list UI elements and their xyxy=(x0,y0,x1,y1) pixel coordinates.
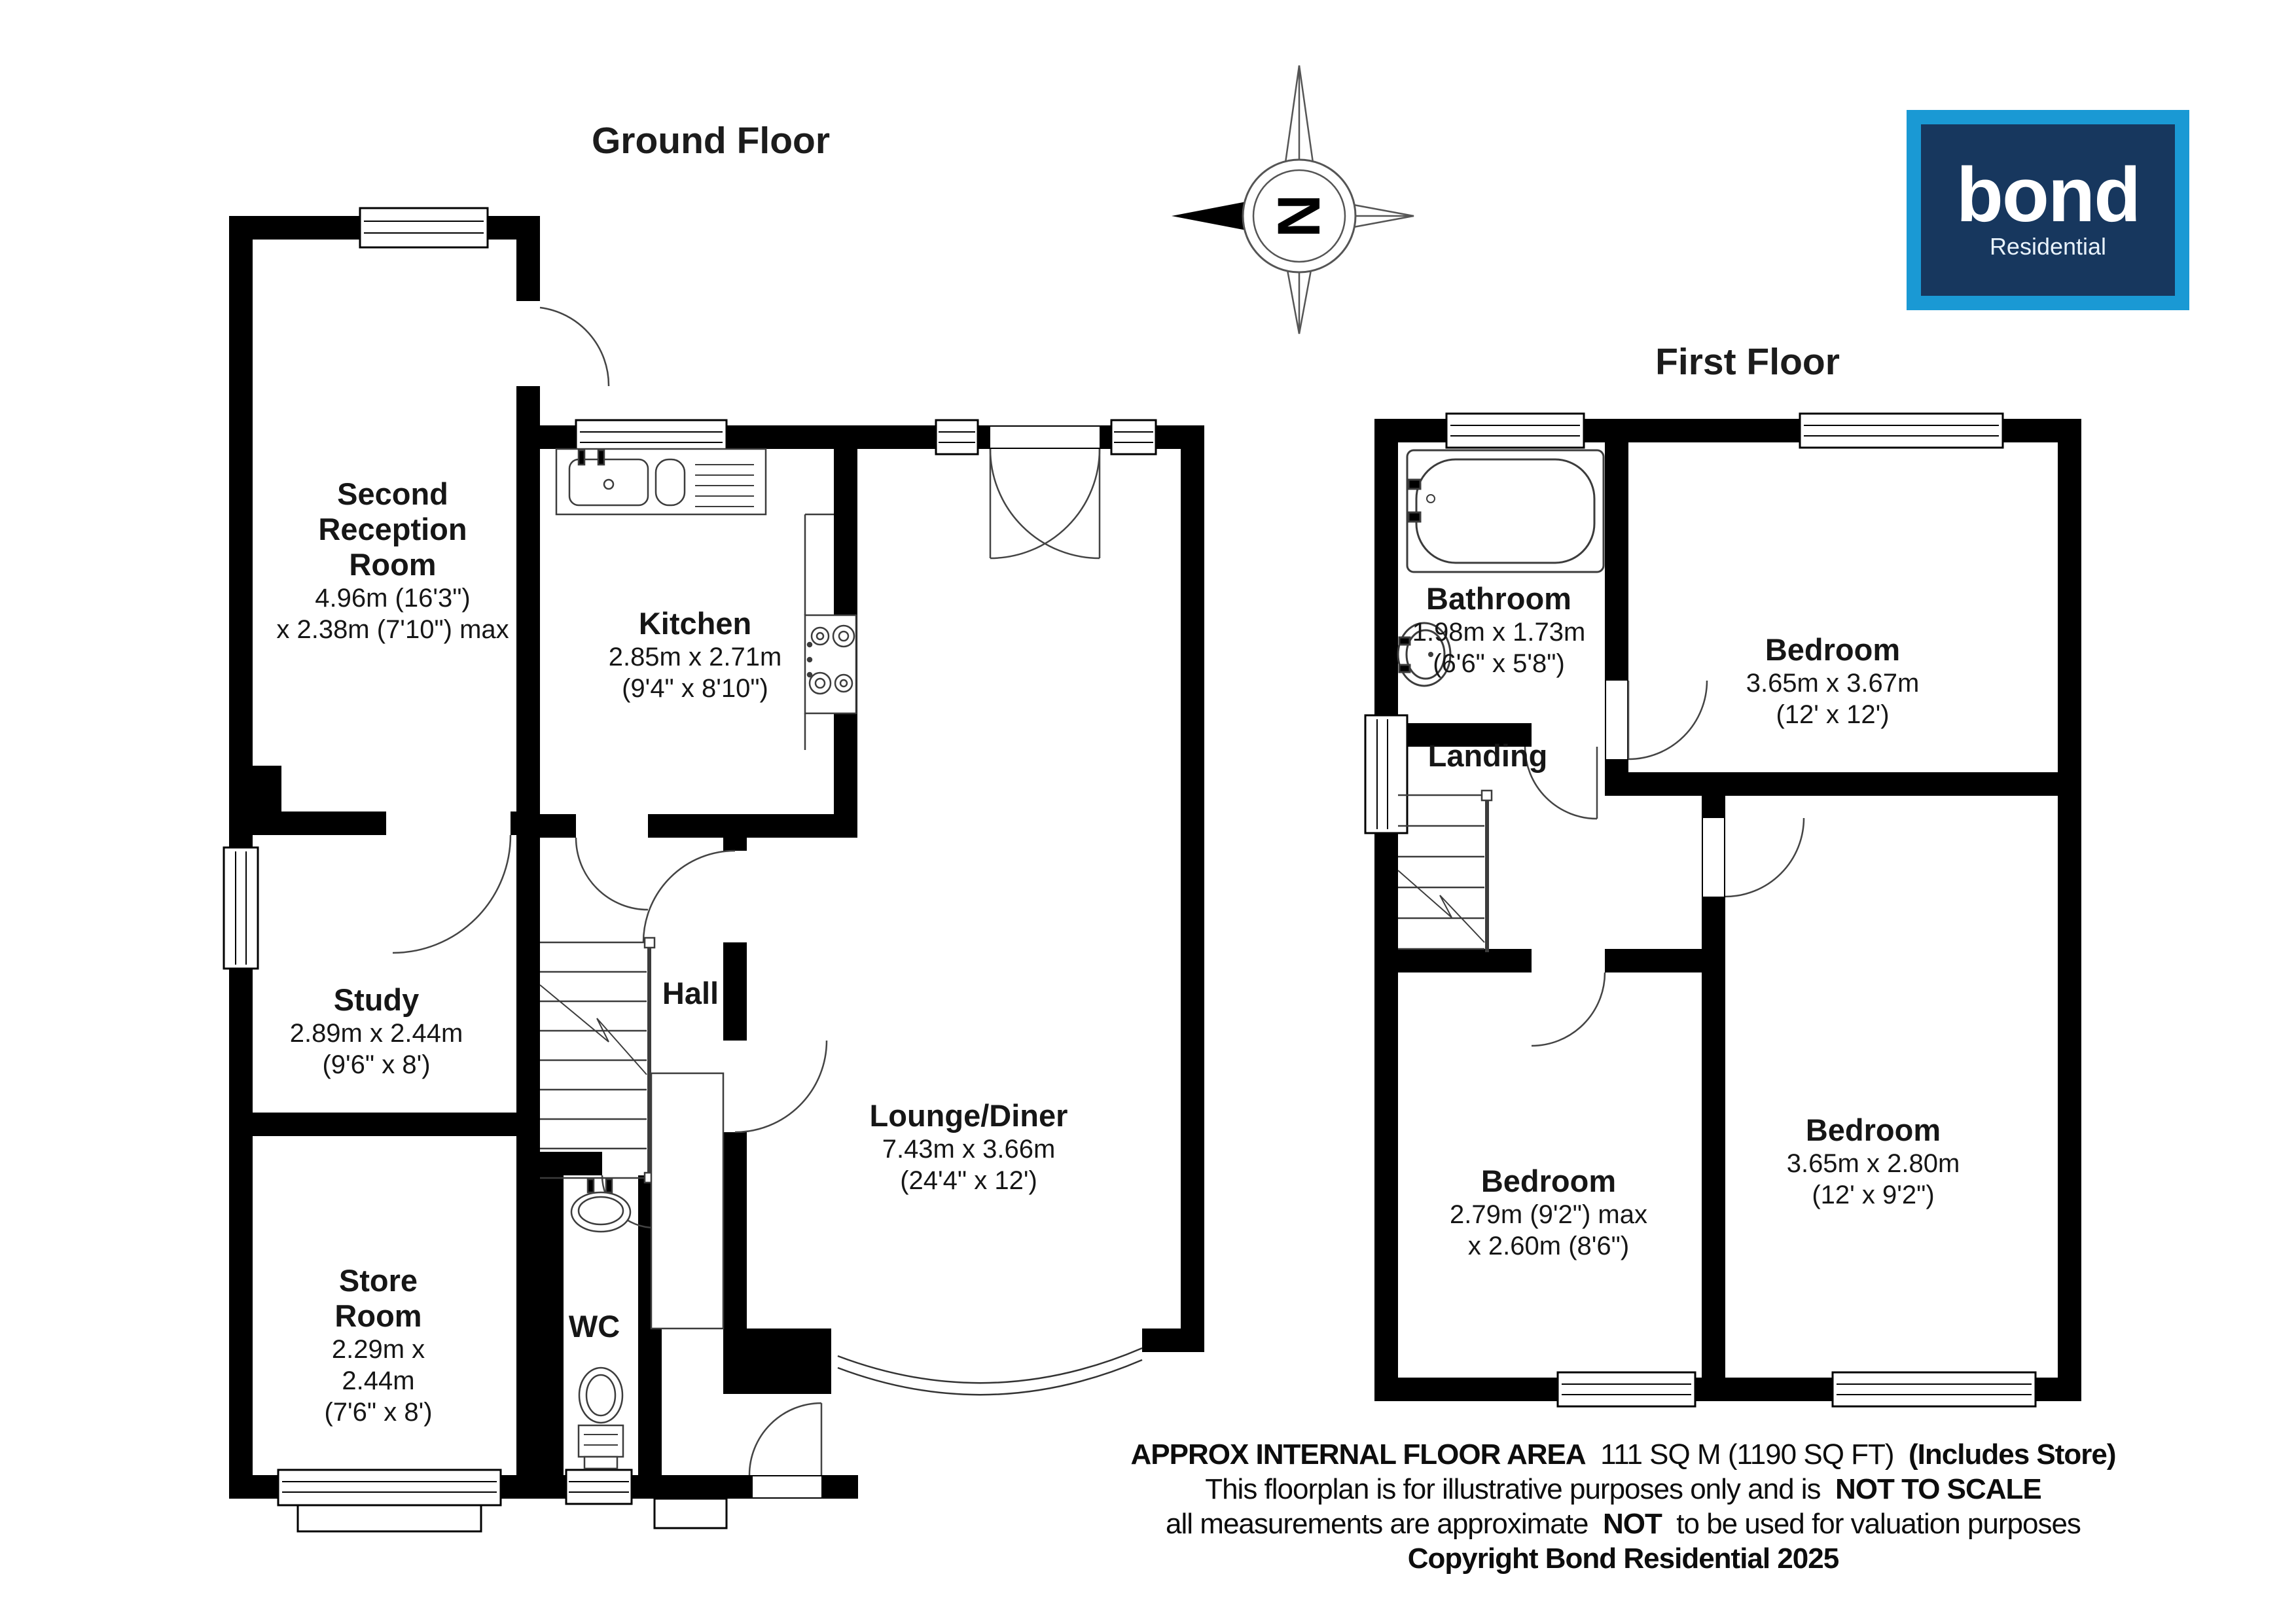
brand-logo-name: bond xyxy=(1956,152,2141,238)
footer-line-measurements: all measurements are approximate NOT to … xyxy=(1166,1508,2081,1540)
footer-line-copyright: Copyright Bond Residential 2025 xyxy=(1407,1543,1839,1575)
bathroom-fixtures xyxy=(1397,449,1605,687)
kitchen-hob xyxy=(804,513,857,750)
room-label-bathroom: Bathroom 1.98m x 1.73m (6'6" x 5'8") xyxy=(1412,581,1586,678)
room-label-lounge-diner: Lounge/Diner 7.43m x 3.66m (24'4" x 12') xyxy=(869,1098,1068,1195)
footer-disclaimer: APPROX INTERNAL FLOOR AREA 111 SQ M (119… xyxy=(1086,1437,2160,1576)
brand-logo: bond Residential xyxy=(1907,110,2189,310)
room-label-store-room: Store Room 2.29m x 2.44m (7'6" x 8') xyxy=(324,1263,433,1427)
wc-fixtures xyxy=(570,1178,632,1470)
ground-floor-title: Ground Floor xyxy=(591,120,831,162)
room-label-second-reception: Second Reception Room 4.96m (16'3") x 2.… xyxy=(276,476,509,644)
room-label-wc: WC xyxy=(568,1309,620,1344)
compass-icon: N xyxy=(1172,65,1414,334)
compass-north-letter: N xyxy=(1266,194,1333,238)
room-label-bedroom-bottom-left: Bedroom 2.79m (9'2") max x 2.60m (8'6") xyxy=(1450,1164,1647,1260)
room-label-landing: Landing xyxy=(1427,738,1548,773)
footer-line-scale: This floorplan is for illustrative purpo… xyxy=(1205,1473,2042,1505)
room-label-hall: Hall xyxy=(662,976,719,1010)
first-floor-title: First Floor xyxy=(1655,341,1840,383)
room-label-study: Study 2.89m x 2.44m (9'6" x 8') xyxy=(289,982,463,1079)
room-label-kitchen: Kitchen 2.85m x 2.71m (9'4" x 8'10") xyxy=(608,606,782,703)
room-label-bedroom-top: Bedroom 3.65m x 3.67m (12' x 12') xyxy=(1746,632,1920,729)
brand-logo-panel: bond Residential xyxy=(1921,124,2175,296)
brand-logo-tagline: Residential xyxy=(1989,233,2107,260)
footer-line-area: APPROX INTERNAL FLOOR AREA 111 SQ M (119… xyxy=(1130,1438,2116,1471)
ground-stairs xyxy=(539,936,725,1330)
first-floor-stairs xyxy=(1397,789,1493,952)
kitchen-sink xyxy=(555,448,767,516)
ground-floor-plan xyxy=(223,207,1204,1533)
first-floor-plan xyxy=(1364,412,2081,1408)
room-label-bedroom-bottom-right: Bedroom 3.65m x 2.80m (12' x 9'2") xyxy=(1786,1113,1960,1209)
